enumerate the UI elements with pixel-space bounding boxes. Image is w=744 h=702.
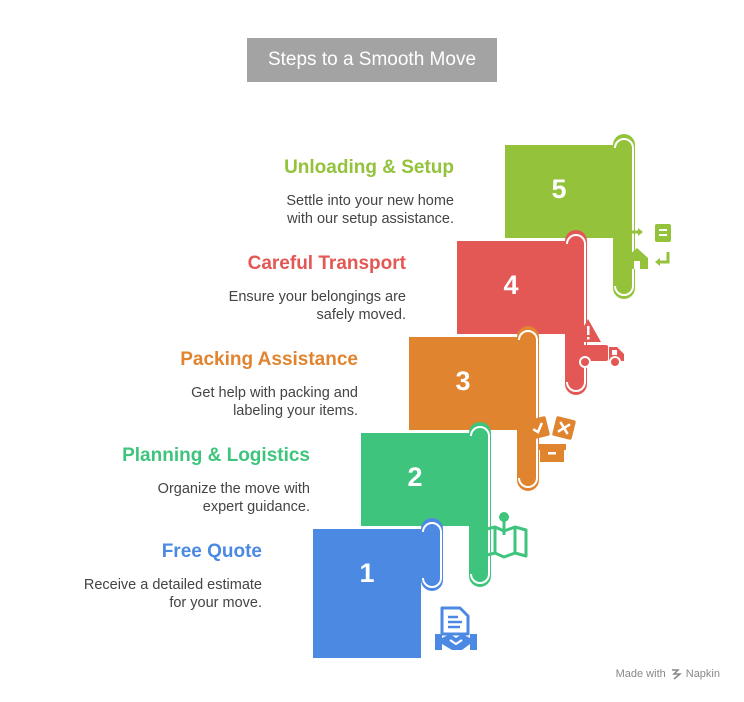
handshake-document-icon	[435, 606, 477, 650]
step-5-desc-line2: with our setup assistance.	[287, 211, 454, 227]
step-3-number: 3	[455, 366, 471, 396]
step-2-block	[361, 422, 491, 587]
step-5-title: Unloading & Setup	[284, 157, 454, 178]
page-title: Steps to a Smooth Move	[247, 38, 497, 82]
step-1-title: Free Quote	[161, 541, 262, 562]
footer-made-with: Made with	[615, 668, 666, 680]
step-4-title: Careful Transport	[247, 253, 406, 274]
home-unload-icon	[626, 224, 671, 269]
step-3-desc-line2: labeling your items.	[233, 403, 358, 419]
step-2-title: Planning & Logistics	[122, 445, 310, 466]
step-1-desc-line2: for your move.	[169, 595, 262, 611]
footer-credit: Made with Napkin	[616, 668, 720, 680]
step-5-desc-line1: Settle into your new home	[286, 193, 454, 209]
packing-boxes-icon	[526, 416, 576, 462]
step-1-desc-line1: Receive a detailed estimate	[83, 577, 262, 593]
napkin-logo-icon	[671, 669, 682, 680]
step-4-number: 4	[503, 270, 519, 300]
step-5-number: 5	[551, 174, 567, 204]
step-3-desc-line1: Get help with packing and	[191, 385, 358, 401]
footer-brand: Napkin	[685, 668, 720, 680]
step-3-title: Packing Assistance	[180, 349, 358, 370]
step-4-desc-line2: safely moved.	[316, 307, 406, 323]
step-2-number: 2	[407, 462, 423, 492]
step-4-desc-line1: Ensure your belongings are	[228, 289, 406, 305]
step-3-block	[409, 326, 539, 491]
step-2-desc-line1: Organize the move with	[157, 481, 310, 497]
map-pin-icon	[481, 512, 528, 559]
step-1-number: 1	[359, 558, 375, 588]
step-2-desc-line2: expert guidance.	[202, 499, 310, 515]
step-1-block	[313, 518, 443, 658]
truck-warning-icon	[575, 319, 624, 368]
